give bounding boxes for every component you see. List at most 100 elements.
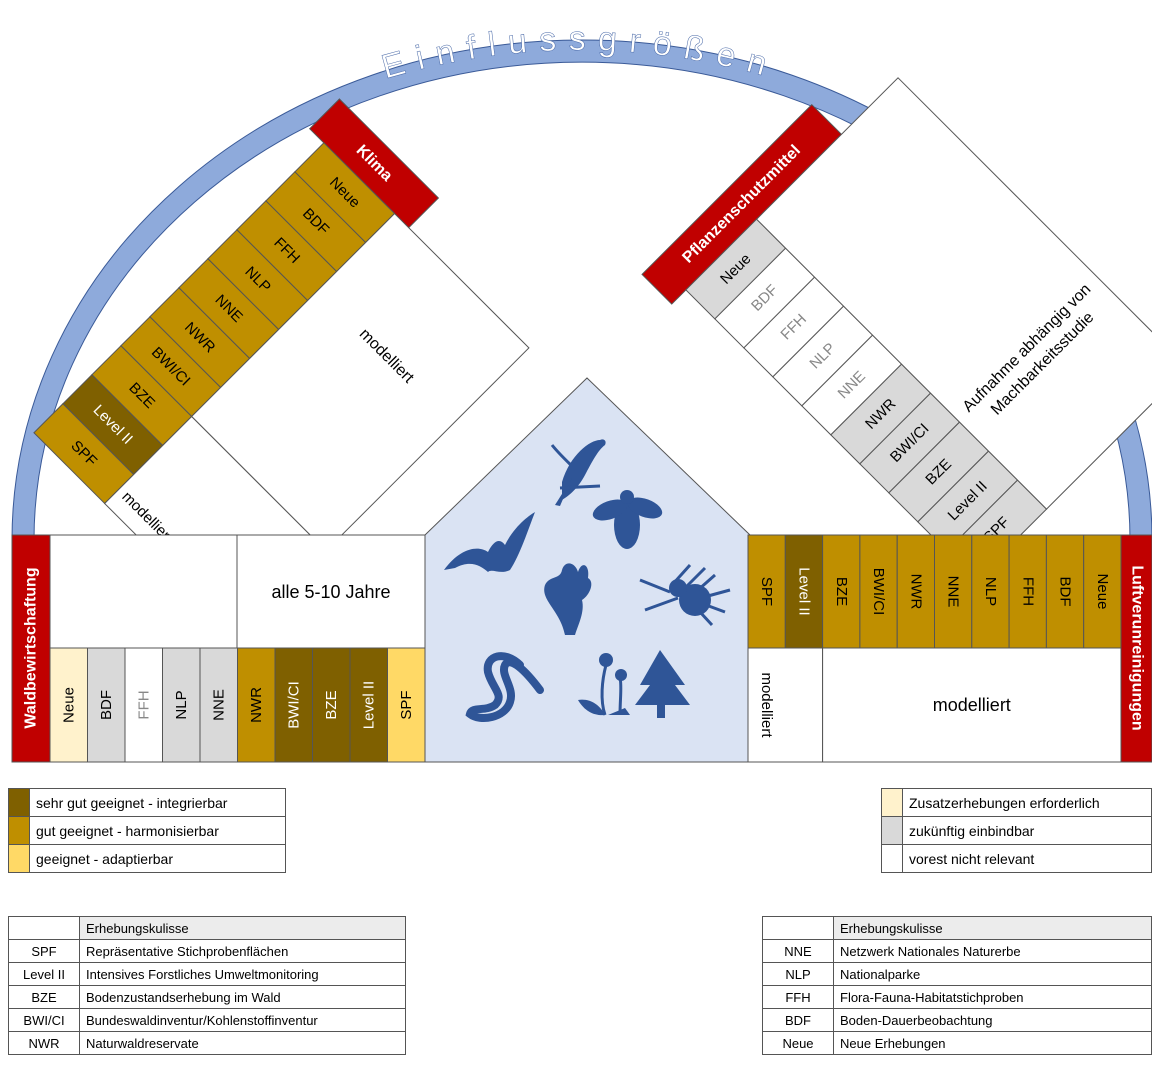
luft-cell-nne — [934, 534, 973, 649]
wald-cell-neue — [49, 647, 88, 763]
legend-label: geeignet - adaptierbar — [29, 844, 286, 873]
abbr-value: Repräsentative Stichprobenflächen — [79, 939, 406, 963]
abbr-header-key — [762, 916, 834, 940]
abbr-value: Intensives Forstliches Umweltmonitoring — [79, 962, 406, 986]
legend-swatch — [881, 816, 903, 845]
flower-icon — [578, 653, 630, 716]
luft-cell-neue — [1083, 534, 1122, 649]
luft-cell-label: NLP — [982, 577, 999, 606]
wald-cell-bze — [312, 647, 351, 763]
abbr-header-key — [8, 916, 80, 940]
wald-cell-label: Neue — [60, 687, 77, 723]
waldbewirtschaftung-header — [11, 534, 51, 763]
luft-cell-nlp — [971, 534, 1010, 649]
legend-row: Zusatzerhebungen erforderlich — [881, 788, 1152, 817]
abbr-value: Neue Erhebungen — [833, 1031, 1152, 1055]
wald-note: alle 5-10 Jahre — [271, 582, 390, 602]
abbr-header-row: Erhebungskulisse — [762, 916, 1152, 940]
legend-label: gut geeignet - harmonisierbar — [29, 816, 286, 845]
wald-cell-label: NLP — [173, 690, 190, 719]
wald-cell-nwr — [237, 647, 276, 763]
legend-row: zukünftig einbindbar — [881, 816, 1152, 845]
abbr-key: FFH — [762, 985, 834, 1009]
waldbewirtschaftung-label: Waldbewirtschaftung — [23, 567, 40, 728]
abbr-key: BDF — [762, 1008, 834, 1032]
wald-cell-label: BZE — [323, 690, 340, 719]
worm-icon — [465, 652, 544, 722]
abbr-value: Bundeswaldinventur/Kohlenstoffinventur — [79, 1008, 406, 1032]
luft-cell-label: NWR — [907, 574, 924, 610]
abbr-key: Neue — [762, 1031, 834, 1055]
wald-cell-bdf — [87, 647, 126, 763]
luft-cell-bze — [822, 534, 861, 649]
abbr-key: NLP — [762, 962, 834, 986]
abbr-value: Flora-Fauna-Habitatstichproben — [833, 985, 1152, 1009]
tree-icon — [635, 650, 690, 718]
luft-cell-nwr — [896, 534, 936, 649]
luft-cell-level-ii — [784, 534, 824, 649]
wald-cell-level-ii — [349, 647, 388, 763]
abbr-key: NNE — [762, 939, 834, 963]
bat-icon — [444, 512, 535, 572]
wald-cell-label: BDF — [98, 690, 115, 720]
luft-cell-label: BZE — [833, 577, 850, 606]
wald-cell-label: Level II — [360, 681, 377, 729]
legend-swatch — [881, 844, 903, 873]
ecosystem-silhouettes — [444, 439, 731, 722]
plant-icon — [544, 563, 592, 635]
abbr-header-label: Erhebungskulisse — [833, 916, 1152, 940]
luft-cell-label: BDF — [1057, 577, 1074, 607]
luftverunreinigungen-label: Luftverunreinigungen — [1129, 565, 1146, 730]
wald-cell-label: SPF — [398, 690, 415, 719]
wald-empty-box — [49, 534, 238, 649]
legend-swatch — [8, 788, 30, 817]
legend-swatch — [8, 844, 30, 873]
pflanzenschutzmittel-quadrant: PflanzenschutzmittelNeueBDFFFHNLPNNENWRB… — [641, 77, 1152, 581]
wald-cell-label: NWR — [248, 687, 265, 723]
abbr-key: SPF — [8, 939, 80, 963]
abbr-key: NWR — [8, 1031, 80, 1055]
luft-cell-label: Neue — [1094, 574, 1111, 610]
legend-row: sehr gut geeignet - integrierbar — [8, 788, 286, 817]
wald-cell-label: BWI/CI — [285, 681, 302, 729]
abbr-value: Netzwerk Nationales Naturerbe — [833, 939, 1152, 963]
legend-row: vorest nicht relevant — [881, 844, 1152, 873]
abbr-value: Nationalparke — [833, 962, 1152, 986]
legend-label: vorest nicht relevant — [902, 844, 1152, 873]
luft-cell-label: Level II — [795, 567, 812, 615]
luft-note-small: modelliert — [758, 672, 775, 738]
luftverunreinigungen-header — [1120, 534, 1152, 763]
abbr-header-label: Erhebungskulisse — [79, 916, 406, 940]
wald-cell-nlp — [162, 647, 201, 763]
legend-label: sehr gut geeignet - integrierbar — [29, 788, 286, 817]
luft-cell-bdf — [1045, 534, 1085, 649]
bird-icon — [550, 439, 606, 506]
wald-note-box — [236, 534, 426, 649]
abbr-key: BZE — [8, 985, 80, 1009]
spider-icon — [639, 563, 731, 627]
luft-note: modelliert — [933, 695, 1011, 715]
abbr-value: Naturwaldreservate — [79, 1031, 406, 1055]
wald-cell-spf — [387, 647, 426, 763]
legend-label: Zusatzerhebungen erforderlich — [902, 788, 1152, 817]
abbr-value: Bodenzustandserhebung im Wald — [79, 985, 406, 1009]
legend-swatch — [881, 788, 903, 817]
luft-cell-label: FFH — [1019, 577, 1036, 606]
bee-icon — [592, 490, 663, 549]
wald-cell-label: FFH — [135, 690, 152, 719]
legend-label: zukünftig einbindbar — [902, 816, 1152, 845]
